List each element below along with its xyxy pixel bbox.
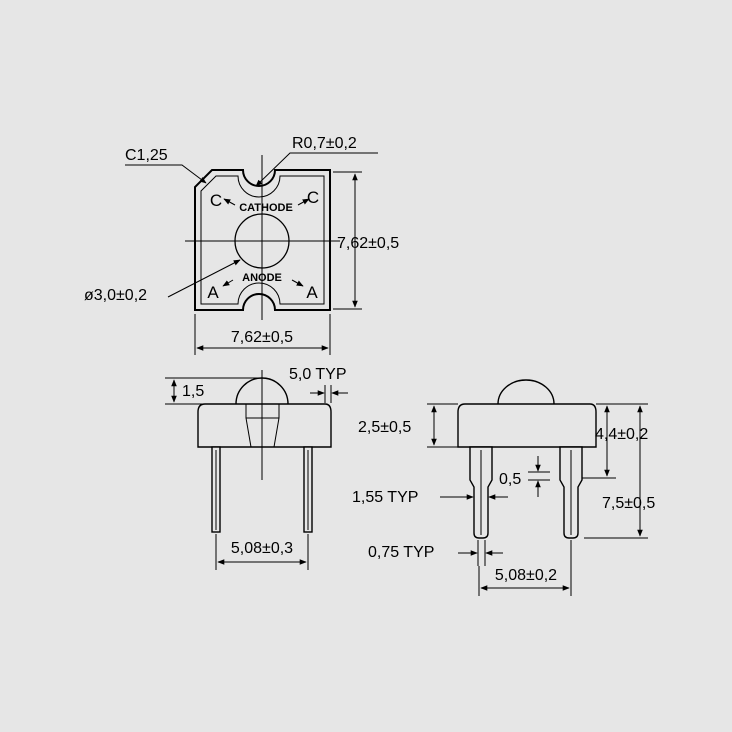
anode-arrow-left bbox=[222, 279, 234, 287]
anode-pin-right: A bbox=[306, 283, 318, 302]
top-body-outline bbox=[194, 169, 331, 311]
right-body bbox=[457, 403, 597, 448]
lens-diameter-leader bbox=[167, 259, 241, 298]
right-pitch-label: 5,08±0,2 bbox=[495, 567, 557, 584]
left-body bbox=[197, 403, 332, 448]
left-pitch-label: 5,08±0,3 bbox=[231, 540, 293, 557]
body-height-label: 2,5±0,5 bbox=[358, 419, 411, 436]
edge-offset-label: 5,0 TYP bbox=[289, 366, 347, 383]
lens-diameter-label: ø3,0±0,2 bbox=[84, 287, 147, 304]
lead-width-label: 1,55 TYP bbox=[352, 489, 418, 506]
lead-offset-label: 0,5 bbox=[499, 471, 521, 488]
notch-radius-label: R0,7±0,2 bbox=[292, 135, 357, 152]
anode-arrow-right bbox=[291, 279, 304, 287]
cathode-pin-right: C bbox=[307, 188, 319, 207]
dome-height-label: 1,5 bbox=[182, 383, 204, 400]
right-dome bbox=[497, 379, 555, 405]
cathode-pin-left: C bbox=[210, 191, 222, 210]
total-height-label: 4,4±0,2 bbox=[595, 426, 648, 443]
notch-radius-leader bbox=[255, 152, 378, 187]
chamfer-leader bbox=[125, 164, 207, 184]
lead-thickness-label: 0,75 TYP bbox=[368, 544, 434, 561]
height-dim-label: 7,62±0,5 bbox=[337, 235, 399, 252]
cathode-arrow-right bbox=[297, 198, 310, 206]
anode-label: ANODE bbox=[242, 272, 282, 284]
side-view-left: 1,5 5,0 TYP 5,08±0,3 bbox=[165, 366, 348, 570]
chamfer-label: C1,25 bbox=[125, 147, 168, 164]
cathode-label: CATHODE bbox=[239, 202, 293, 214]
width-dim-label: 7,62±0,5 bbox=[231, 329, 293, 346]
top-body-inner-outline bbox=[200, 175, 325, 305]
anode-pin-left: A bbox=[207, 283, 219, 302]
side-view-right: 2,5±0,5 4,4±0,2 7,5±0,5 0,5 1,55 TYP 0,7… bbox=[352, 379, 655, 596]
cathode-arrow-left bbox=[223, 198, 236, 206]
lead-length-label: 7,5±0,5 bbox=[602, 495, 655, 512]
top-view: CATHODE ANODE C C A A C1,25 R0,7±0,2 ø3,… bbox=[84, 135, 399, 355]
